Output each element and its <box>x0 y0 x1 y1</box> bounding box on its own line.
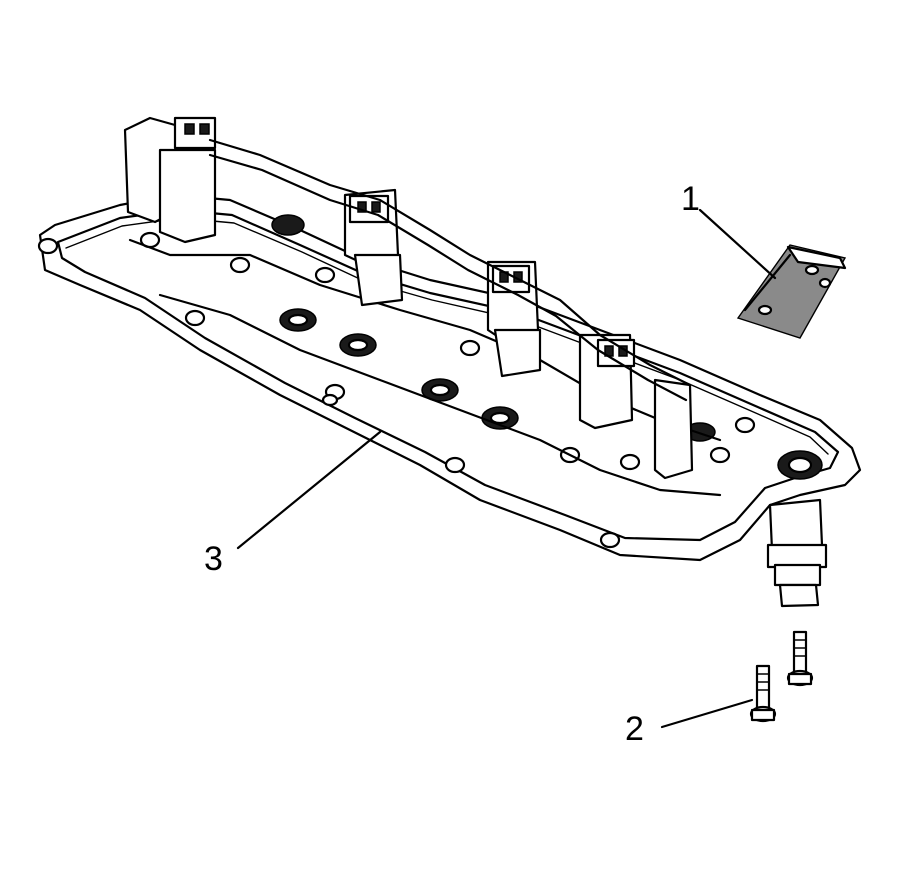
leader-lines <box>236 208 777 729</box>
solenoid-towers <box>123 116 694 480</box>
flange-bolt-bosses <box>37 231 756 549</box>
oil-pressure-sensor <box>766 498 828 608</box>
valley-cover-assembly <box>37 116 862 608</box>
item-2-bolts <box>749 630 814 723</box>
callout-1: 1 <box>681 180 700 218</box>
leader-line-1 <box>698 208 777 280</box>
leader-line-2 <box>660 698 754 729</box>
leader-line-3 <box>236 430 382 550</box>
lifter-bores <box>271 214 823 480</box>
item-1-part <box>736 244 847 339</box>
callout-2: 2 <box>625 710 644 748</box>
callout-3: 3 <box>204 540 223 578</box>
